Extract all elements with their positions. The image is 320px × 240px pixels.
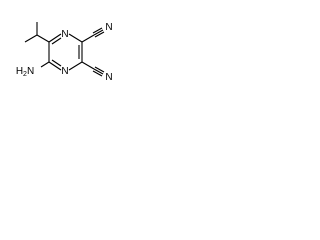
isopropyl-bonds	[24, 22, 50, 43]
bond-ring-c3-n4	[68, 61, 83, 71]
bond-triple-bottom-2	[94, 66, 105, 73]
amine-n: N	[27, 66, 34, 77]
nitrile-top	[81, 27, 105, 43]
ring-bonds	[48, 33, 83, 71]
amine-subscript-2: 2	[23, 71, 27, 78]
bond-triple-bottom-3	[92, 70, 103, 77]
ring-nitrogen-top-label: N	[61, 29, 68, 40]
nitrile-bottom	[81, 61, 105, 77]
bond-c5-amine	[40, 61, 50, 68]
molecule-structure: N N N N H2N	[16, 22, 113, 83]
nitrile-nitrogen-top-label: N	[105, 22, 112, 33]
amine-label: H2N	[16, 66, 34, 78]
amine-bond	[40, 61, 50, 68]
bond-ring-n1-c2	[68, 33, 83, 43]
bond-triple-top-3	[94, 31, 105, 38]
bond-triple-bottom-1	[93, 68, 104, 75]
bond-ring-n4-c5	[48, 61, 62, 71]
bond-ring-inner-c6-n1	[51, 37, 62, 45]
ring-nitrogen-bottom-label: N	[61, 66, 68, 77]
bond-ring-c6-n1	[48, 33, 62, 43]
bond-triple-top-1	[93, 29, 104, 36]
bond-ch-methyl-left	[24, 34, 38, 43]
bond-ring-inner-n4-c5	[51, 59, 62, 67]
bond-c6-ch	[36, 34, 50, 43]
atom-labels: N N N N H2N	[16, 22, 113, 83]
bond-triple-top-2	[92, 27, 103, 34]
bond-c3-nitrile-c	[81, 61, 95, 70]
bond-c2-nitrile-c	[81, 34, 95, 43]
amine-h: H	[16, 66, 23, 77]
nitrile-nitrogen-bottom-label: N	[105, 72, 112, 83]
